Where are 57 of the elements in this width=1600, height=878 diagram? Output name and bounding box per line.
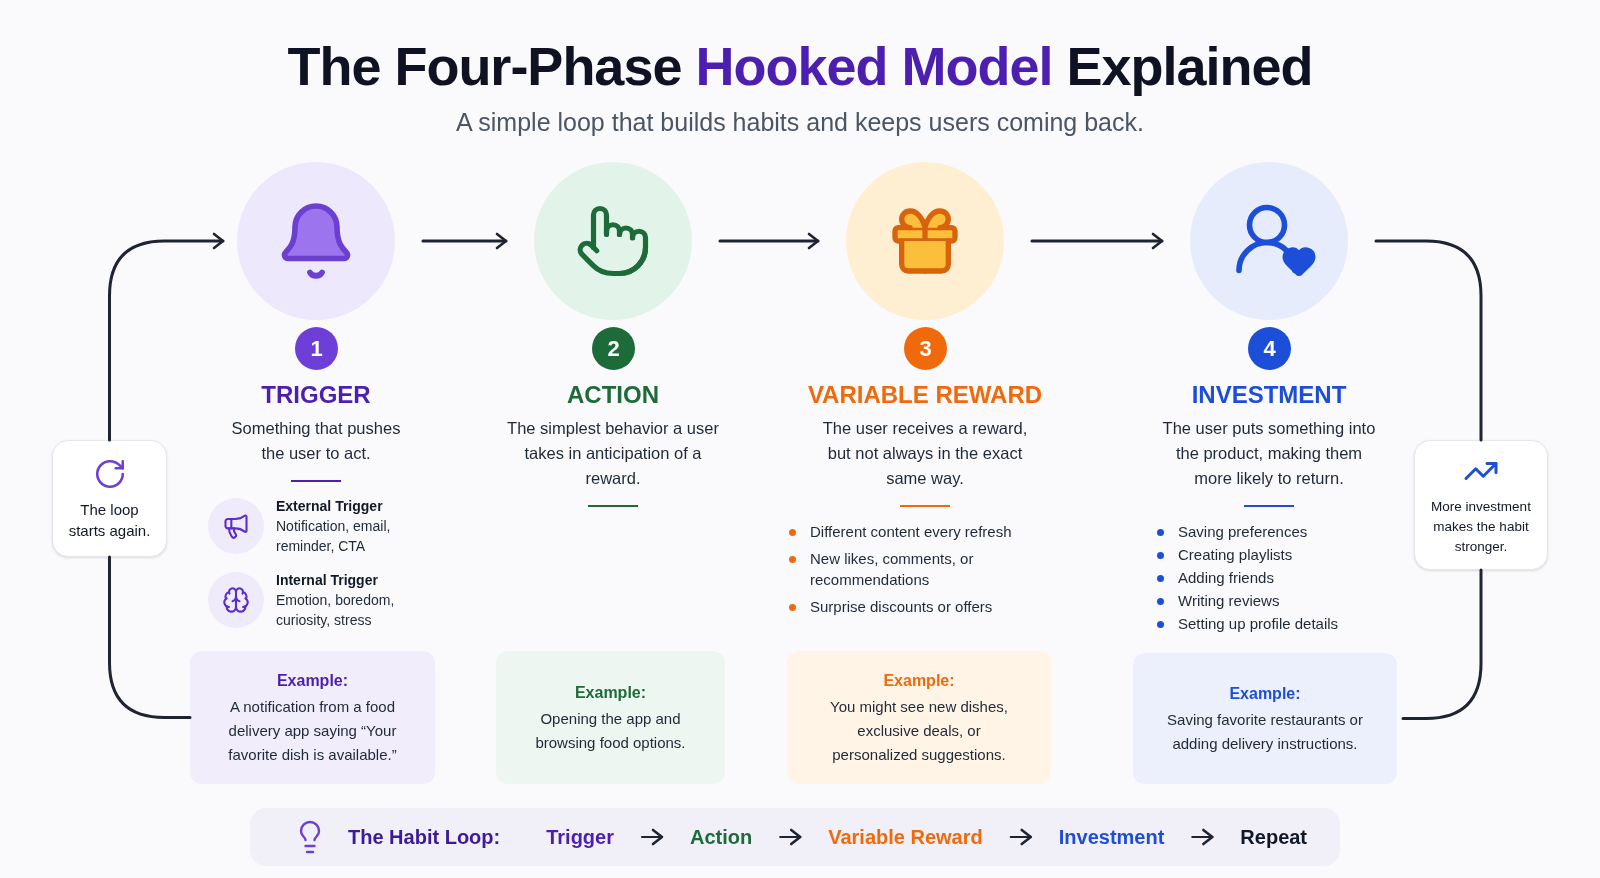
arrow [1009, 828, 1033, 846]
arrow [108, 232, 225, 442]
step-number: 3 [904, 327, 947, 370]
subtitle: A simple loop that builds habits and keeps users coming back. [456, 107, 1144, 138]
connector-line [108, 555, 192, 719]
example-text: Opening the app and browsing food options. [535, 709, 686, 751]
example-heading: Example: [276, 670, 349, 691]
example-heading: Example: [1229, 683, 1301, 704]
phase-description: Something that pushes the user to act. [231, 419, 401, 462]
bullet-text: Adding friends [1178, 568, 1275, 588]
note-text: More investment makes the habit stronger. [1430, 498, 1532, 556]
note-card [1414, 440, 1548, 570]
bullet-text: New likes, comments, or recommendations [810, 549, 975, 590]
note-card [52, 440, 167, 557]
bullet-text: Creating playlists [1178, 545, 1294, 565]
phase-description: The user puts something into the product, making them more likely to return. [1162, 419, 1376, 487]
habit-loop-bar [250, 808, 1340, 866]
phase-title: VARIABLE REWARD [807, 381, 1043, 408]
step-number: 4 [1248, 327, 1291, 370]
loop-step: Trigger [546, 822, 614, 852]
arrow [1030, 232, 1164, 250]
step-number: 2 [592, 327, 635, 370]
step-number: 1 [295, 327, 338, 370]
arrow [421, 232, 508, 250]
connector-line [1401, 568, 1483, 720]
arrow [640, 828, 664, 846]
loop-step: Variable Reward [828, 822, 983, 852]
page-title: The Four-Phase Hooked Model Explained [287, 35, 1313, 98]
connector-line [1374, 239, 1483, 442]
bullet-text: Setting up profile details [1178, 614, 1340, 634]
loop-step: Repeat [1240, 822, 1308, 852]
bullet-text: Different content every refresh [810, 522, 1013, 542]
trigger-type: External Trigger [276, 497, 384, 516]
trigger-examples: Emotion, boredom, curiosity, stress [276, 591, 396, 630]
example-text: A notification from a food delivery app saying “Your favorite dish is available.” [228, 697, 397, 763]
bullet-text: Writing reviews [1178, 591, 1281, 611]
loop-step: Action [690, 822, 753, 852]
bar-heading: The Habit Loop: [348, 825, 501, 850]
example-heading: Example: [883, 670, 955, 691]
example-text: You might see new dishes, exclusive deals, or personalized suggestions. [830, 697, 1008, 763]
phase-description: The simplest behavior a user takes in anticipation of a reward. [507, 419, 719, 487]
example-text: Saving favorite restaurants or adding delivery instructions. [1167, 710, 1363, 752]
arrow [718, 232, 820, 250]
trigger-examples: Notification, email, reminder, CTA [276, 517, 392, 556]
example-heading: Example: [574, 682, 647, 703]
note-text: The loop starts again. [67, 499, 152, 541]
bullet-text: Saving preferences [1178, 522, 1309, 542]
phase-title: ACTION [567, 381, 659, 408]
trigger-type: Internal Trigger [276, 571, 379, 590]
example-card [190, 651, 435, 784]
phase-title: TRIGGER [261, 381, 371, 408]
phase-title: INVESTMENT [1191, 381, 1347, 408]
arrow [1191, 828, 1214, 846]
arrow [779, 828, 802, 846]
loop-step: Investment [1058, 822, 1165, 852]
phase-description: The user receives a reward, but not always in the exact same way. [822, 419, 1028, 487]
bullet-text: Surprise discounts or offers [810, 597, 994, 617]
